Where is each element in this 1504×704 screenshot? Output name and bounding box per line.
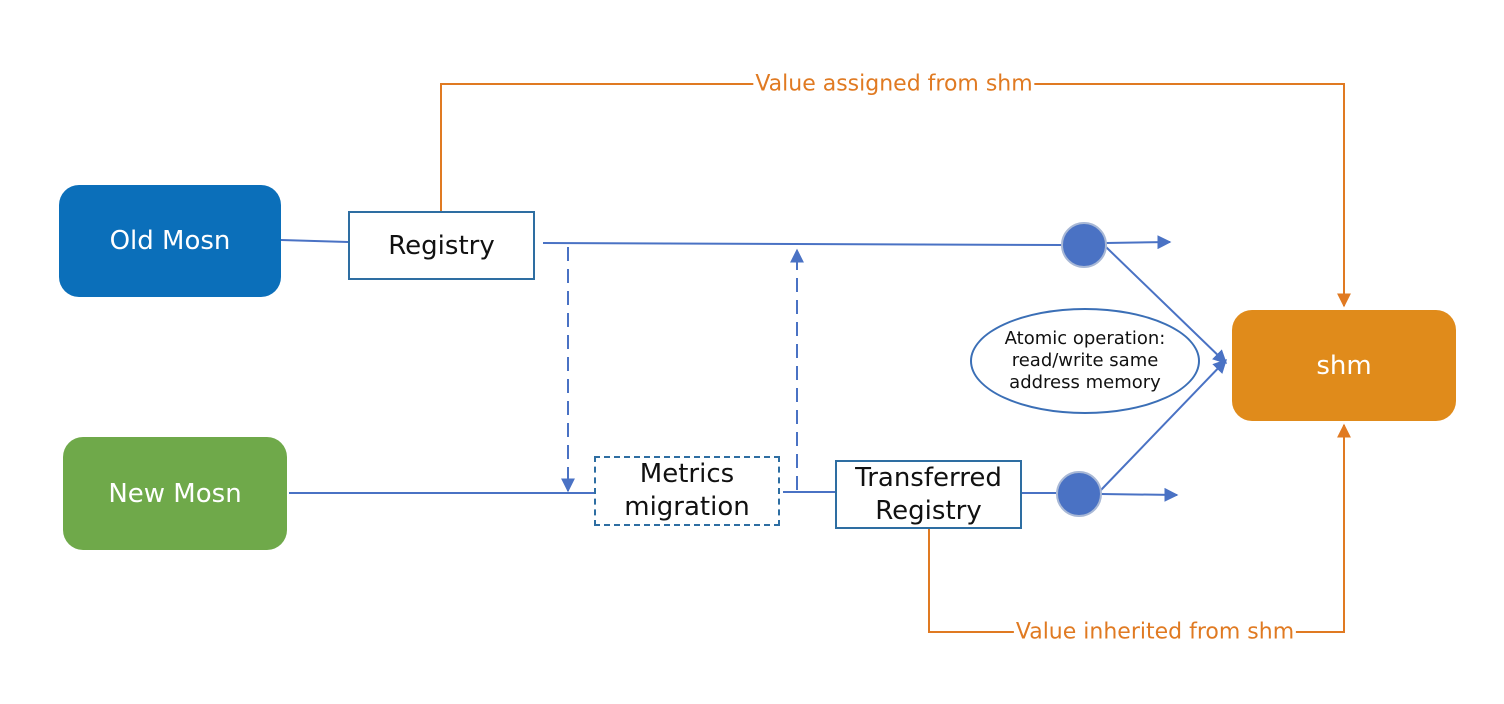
- shm-label: shm: [1316, 350, 1372, 381]
- new-mosn-node: New Mosn: [63, 437, 287, 550]
- atomic-operation-line1: Atomic operation:: [1004, 328, 1166, 349]
- top-output-arrow: [1105, 235, 1172, 250]
- value-assigned-label: Value assigned from shm: [753, 71, 1035, 97]
- atomic-operation-line2: read/write same: [1011, 350, 1159, 371]
- transferred-registry-label-line2: Registry: [875, 495, 982, 526]
- metrics-migration-label-line2: migration: [624, 492, 750, 522]
- bottom-operation-circle: [1056, 471, 1102, 517]
- old-mosn-label: Old Mosn: [109, 226, 231, 256]
- value-inherited-label: Value inherited from shm: [1013, 619, 1297, 645]
- bottom-circle-to-shm-arrow: [1100, 358, 1227, 491]
- registry-to-circle-line: [542, 242, 1063, 246]
- metrics-migration-label-line1: Metrics: [639, 459, 735, 489]
- top-circle-to-shm-arrow: [1105, 246, 1228, 364]
- metrics-migration-box: Metrics migration: [594, 456, 780, 526]
- value-assigned-line: [440, 83, 1351, 308]
- transferred-registry-label-line1: Transferred: [855, 462, 1002, 493]
- new-mosn-label: New Mosn: [108, 478, 242, 509]
- transferred-registry-box: Transferred Registry: [835, 460, 1022, 529]
- old-mosn-node: Old Mosn: [59, 185, 281, 297]
- registry-box: Registry: [348, 211, 535, 280]
- bottom-output-arrow: [1100, 487, 1179, 502]
- registry-label: Registry: [388, 230, 495, 261]
- atomic-operation-line3: address memory: [1009, 372, 1161, 393]
- shm-node: shm: [1232, 310, 1456, 421]
- atomic-operation-ellipse: Atomic operation: read/write same addres…: [970, 308, 1200, 414]
- top-operation-circle: [1061, 222, 1107, 268]
- old-mosn-to-registry-line: [280, 239, 349, 243]
